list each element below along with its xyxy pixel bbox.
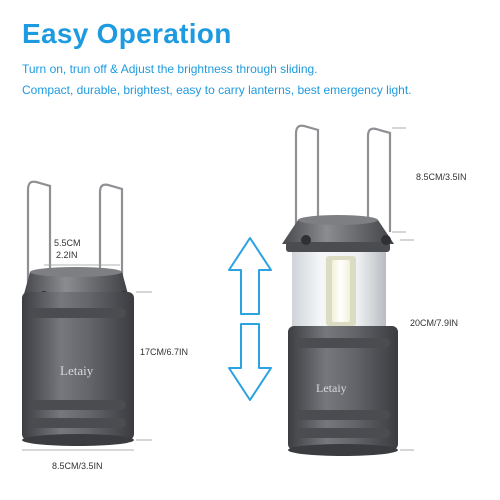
right-handle-1 bbox=[294, 124, 320, 240]
right-dimension-lines bbox=[392, 127, 414, 451]
subtitle-line-2: Compact, durable, brightest, easy to car… bbox=[22, 83, 412, 97]
subtitle-line-1: Turn on, trun off & Adjust the brightnes… bbox=[22, 62, 318, 76]
left-dim-height: 17CM/6.7IN bbox=[140, 347, 189, 357]
right-brand-text: Letaiy bbox=[316, 381, 347, 395]
right-handle-2 bbox=[366, 127, 392, 240]
right-dim-height: 20CM/7.9IN bbox=[410, 318, 459, 328]
left-dimension-lines bbox=[22, 264, 152, 451]
left-lantern bbox=[22, 180, 134, 446]
arrow-down-icon bbox=[228, 323, 272, 401]
left-brand-text: Letaiy bbox=[60, 363, 94, 378]
page-title: Easy Operation bbox=[22, 18, 232, 49]
left-dim-top-cm: 5.5CM bbox=[54, 238, 81, 248]
cob-light-panel bbox=[332, 260, 350, 322]
right-dim-handle: 8.5CM/3.5IN bbox=[416, 172, 467, 182]
right-lantern bbox=[282, 124, 398, 456]
left-dim-width: 8.5CM/3.5IN bbox=[52, 461, 103, 471]
arrow-up-icon bbox=[228, 237, 272, 315]
left-handle-2 bbox=[98, 183, 124, 300]
left-handle-1 bbox=[26, 180, 52, 300]
left-dim-top-in: 2.2IN bbox=[56, 250, 78, 260]
